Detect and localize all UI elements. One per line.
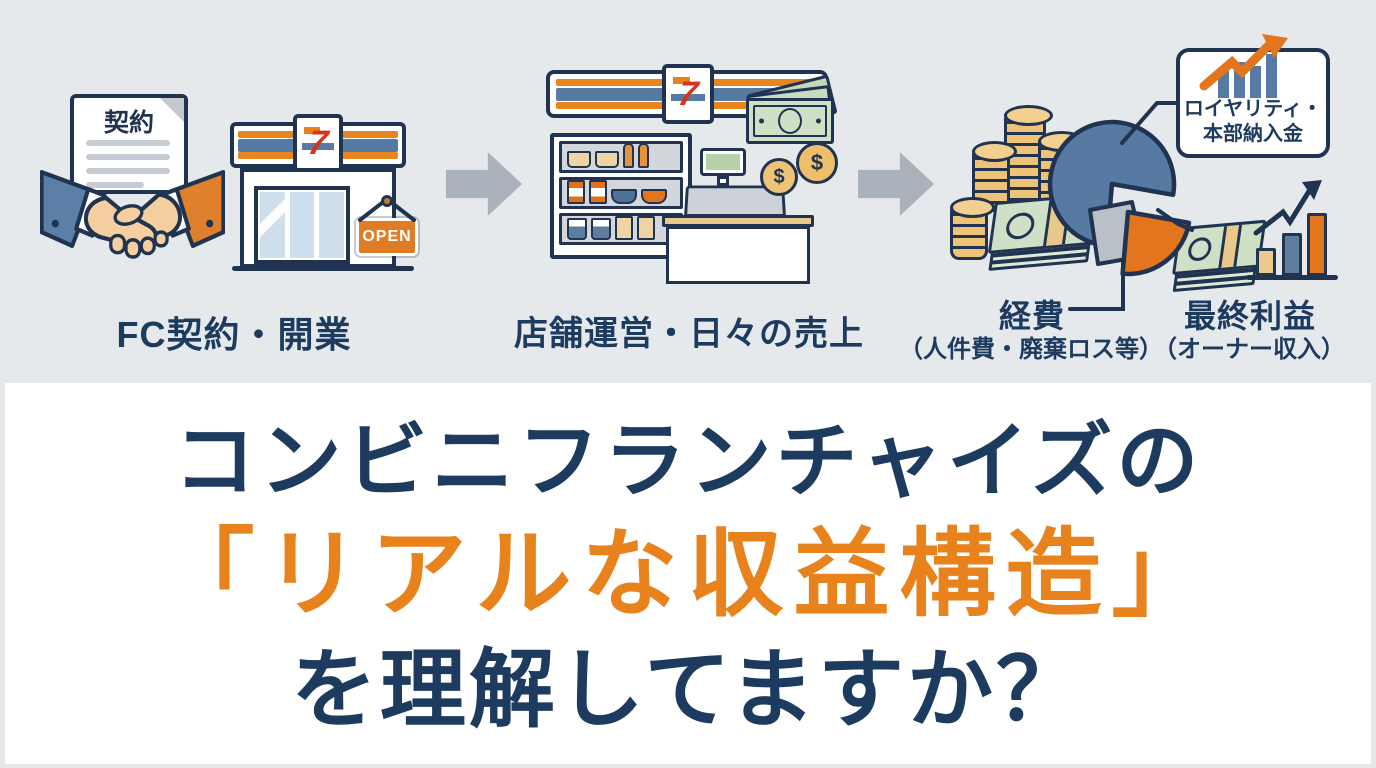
register-stand: [717, 176, 729, 186]
cash-bills-icon: [745, 74, 838, 150]
window-pane: [260, 192, 285, 258]
seven-logo-bar: [672, 76, 691, 85]
profit-trend-arrow: [1253, 180, 1322, 236]
shelf-item: [637, 216, 655, 240]
seven-logo: 7: [669, 71, 707, 117]
dollar-symbol: $: [810, 150, 824, 175]
bar-orange: [1307, 213, 1327, 276]
handshake-icon: [40, 170, 225, 259]
contract-title: 契約: [103, 109, 154, 137]
royalty-callout-text: ロイヤリティ・ 本部納入金: [1180, 97, 1326, 147]
left-sleeve: [40, 170, 96, 248]
bill-front: [746, 98, 834, 144]
register-screen: [706, 154, 740, 170]
bundle-oval: [1004, 210, 1037, 240]
window-pane: [319, 192, 345, 258]
title-line2: 「リアルな収益構造」: [158, 521, 1218, 628]
pie-main-slice: [1047, 119, 1177, 249]
profit-sublabel: （オーナー収入）: [1153, 336, 1345, 363]
right-sleeve: [169, 170, 225, 248]
shelf-item: [595, 151, 619, 168]
contract-text-line: [86, 154, 170, 160]
store-window: [254, 186, 350, 264]
contract-text-line: [86, 140, 170, 146]
chart-bars: [1218, 54, 1277, 98]
bill-dot: [759, 118, 764, 124]
contract-text-line: [86, 168, 170, 174]
shelf-item: [611, 189, 637, 204]
bar-chart-baseline: [1246, 275, 1338, 280]
seven-logo-glyph: 7: [675, 74, 701, 113]
title-panel: コンビニフランチャイズの 「リアルな収益構造」 を理解してますか？: [5, 383, 1371, 764]
title-line3: を理解してますか？: [290, 642, 1086, 738]
dollar-coin: $: [796, 142, 838, 184]
store-body: OPEN: [240, 168, 418, 268]
bar-blue: [1282, 233, 1302, 276]
profit-bar-chart: [1246, 180, 1338, 280]
register-display: [700, 148, 746, 176]
store-base: [232, 266, 414, 271]
sleeve-button: [51, 219, 59, 228]
counter-top: [662, 215, 814, 227]
open-sign: OPEN: [356, 195, 418, 256]
shelf-row: [559, 213, 683, 245]
flow-arrow-2: [858, 152, 934, 216]
growth-arrow-line: [1199, 37, 1277, 91]
thumb: [113, 204, 144, 226]
seven-sign: 7: [662, 64, 714, 124]
bill-oval: [778, 108, 802, 134]
coin-stack: [971, 141, 1017, 212]
seven-sign: 7: [293, 114, 343, 172]
shelf-icon: [550, 133, 692, 259]
expense-label: 経費: [998, 298, 1066, 334]
stage1-label: FC契約・開業: [116, 314, 352, 355]
growth-arrow-head: [1262, 34, 1288, 58]
shelf-item: [567, 151, 591, 168]
contract-text-line: [86, 182, 144, 188]
shelf-item: [641, 189, 667, 204]
seven-logo-stripe: [302, 143, 334, 150]
shelf-item: [623, 143, 634, 168]
shelf-item: [567, 218, 587, 240]
shelf-row: [559, 177, 683, 209]
sign-hanger: [358, 195, 416, 222]
bar-tan: [1256, 248, 1276, 276]
royalty-callout: ロイヤリティ・ 本部納入金: [1176, 34, 1330, 158]
sleeve-button: [206, 219, 214, 228]
dollar-coin: $: [760, 158, 798, 196]
stage2-label: 店舗運営・日々の売上: [514, 315, 864, 353]
counter-front: [666, 226, 810, 284]
revenue-pie-chart: [1047, 119, 1192, 277]
bill-dot: [816, 118, 821, 124]
clasped-fingers: [109, 230, 169, 259]
shelf-item: [615, 216, 633, 240]
dollar-symbol: $: [773, 165, 785, 188]
title-line1: コンビニフランチャイズの: [173, 416, 1203, 507]
window-pane: [289, 192, 315, 258]
shelf-row: [559, 141, 683, 173]
coin-stack: [949, 197, 995, 260]
royalty-line1: ロイヤリティ・: [1183, 98, 1323, 120]
shelf-item: [638, 143, 649, 168]
open-sign-label: OPEN: [362, 228, 412, 245]
pie-orange-slice: [1120, 209, 1192, 277]
bill-inner-border: [753, 105, 827, 137]
shelf-item: [589, 180, 607, 204]
seven-logo: 7: [300, 121, 336, 165]
flow-arrow-1: [446, 152, 522, 216]
seven-logo-glyph: 7: [305, 123, 331, 162]
profit-label: 最終利益: [1183, 298, 1317, 334]
seven-logo-stripe: [671, 94, 705, 101]
seven-logo-bar: [303, 126, 321, 134]
shelf-item: [591, 218, 611, 240]
contract-paper-icon: 契約: [70, 94, 188, 194]
royalty-line2: 本部納入金: [1203, 123, 1303, 145]
store-icon: 7 OPEN: [230, 114, 418, 274]
shelf-item: [567, 180, 585, 204]
expense-sublabel: （人件費・廃棄ロス等）: [899, 336, 1163, 363]
growth-chart-icon: [1199, 34, 1288, 98]
